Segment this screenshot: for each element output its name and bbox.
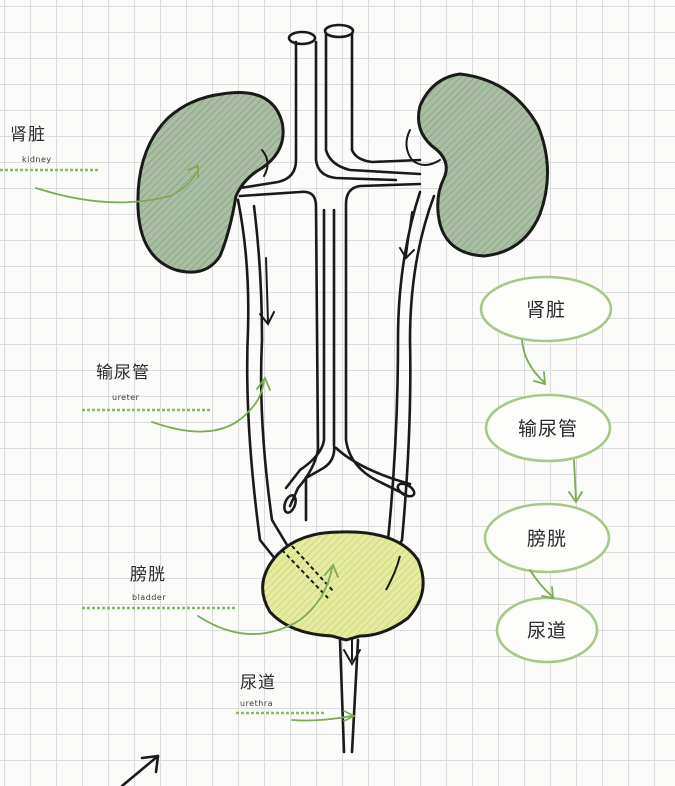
label-kidney-en: kidney	[22, 155, 52, 164]
flow-arrow-3	[529, 569, 553, 597]
label-bladder-cn: 膀胱	[130, 565, 166, 585]
flow-arrow-1	[521, 339, 545, 383]
right-renal-pelvis	[405, 129, 441, 166]
label-kidney-cn: 肾脏	[10, 125, 46, 145]
flow-node-bladder-label: 膀胱	[527, 528, 567, 550]
ureters	[236, 190, 436, 562]
label-urethra-cn: 尿道	[240, 673, 276, 693]
label-urethra-en: urethra	[240, 699, 273, 708]
label-ureter-en: ureter	[112, 393, 140, 402]
bladder	[261, 530, 425, 642]
flow-arrow-2	[573, 459, 577, 501]
flowchart: 肾脏 输尿管 膀胱 尿道	[479, 275, 613, 664]
label-urethra: 尿道 urethra	[236, 673, 357, 722]
flow-node-ureter	[484, 393, 612, 463]
urethra	[338, 638, 360, 754]
label-kidney: 肾脏 kidney	[0, 125, 199, 204]
flow-node-urethra-label: 尿道	[527, 620, 567, 642]
label-bladder-en: bladder	[132, 593, 166, 602]
corner-arrow-icon	[120, 754, 160, 786]
flow-node-ureter-label: 输尿管	[518, 418, 578, 440]
label-ureter: 输尿管 ureter	[82, 363, 271, 433]
flow-node-kidney	[479, 275, 613, 343]
left-renal-pelvis	[261, 149, 269, 177]
flow-node-bladder	[483, 502, 611, 574]
right-kidney	[417, 72, 549, 258]
flow-node-kidney-label: 肾脏	[526, 299, 566, 321]
left-kidney	[136, 91, 285, 274]
blood-vessels	[238, 23, 422, 522]
label-ureter-cn: 输尿管	[96, 363, 150, 383]
label-bladder: 膀胱 bladder	[82, 563, 339, 635]
flow-node-urethra	[495, 596, 599, 664]
